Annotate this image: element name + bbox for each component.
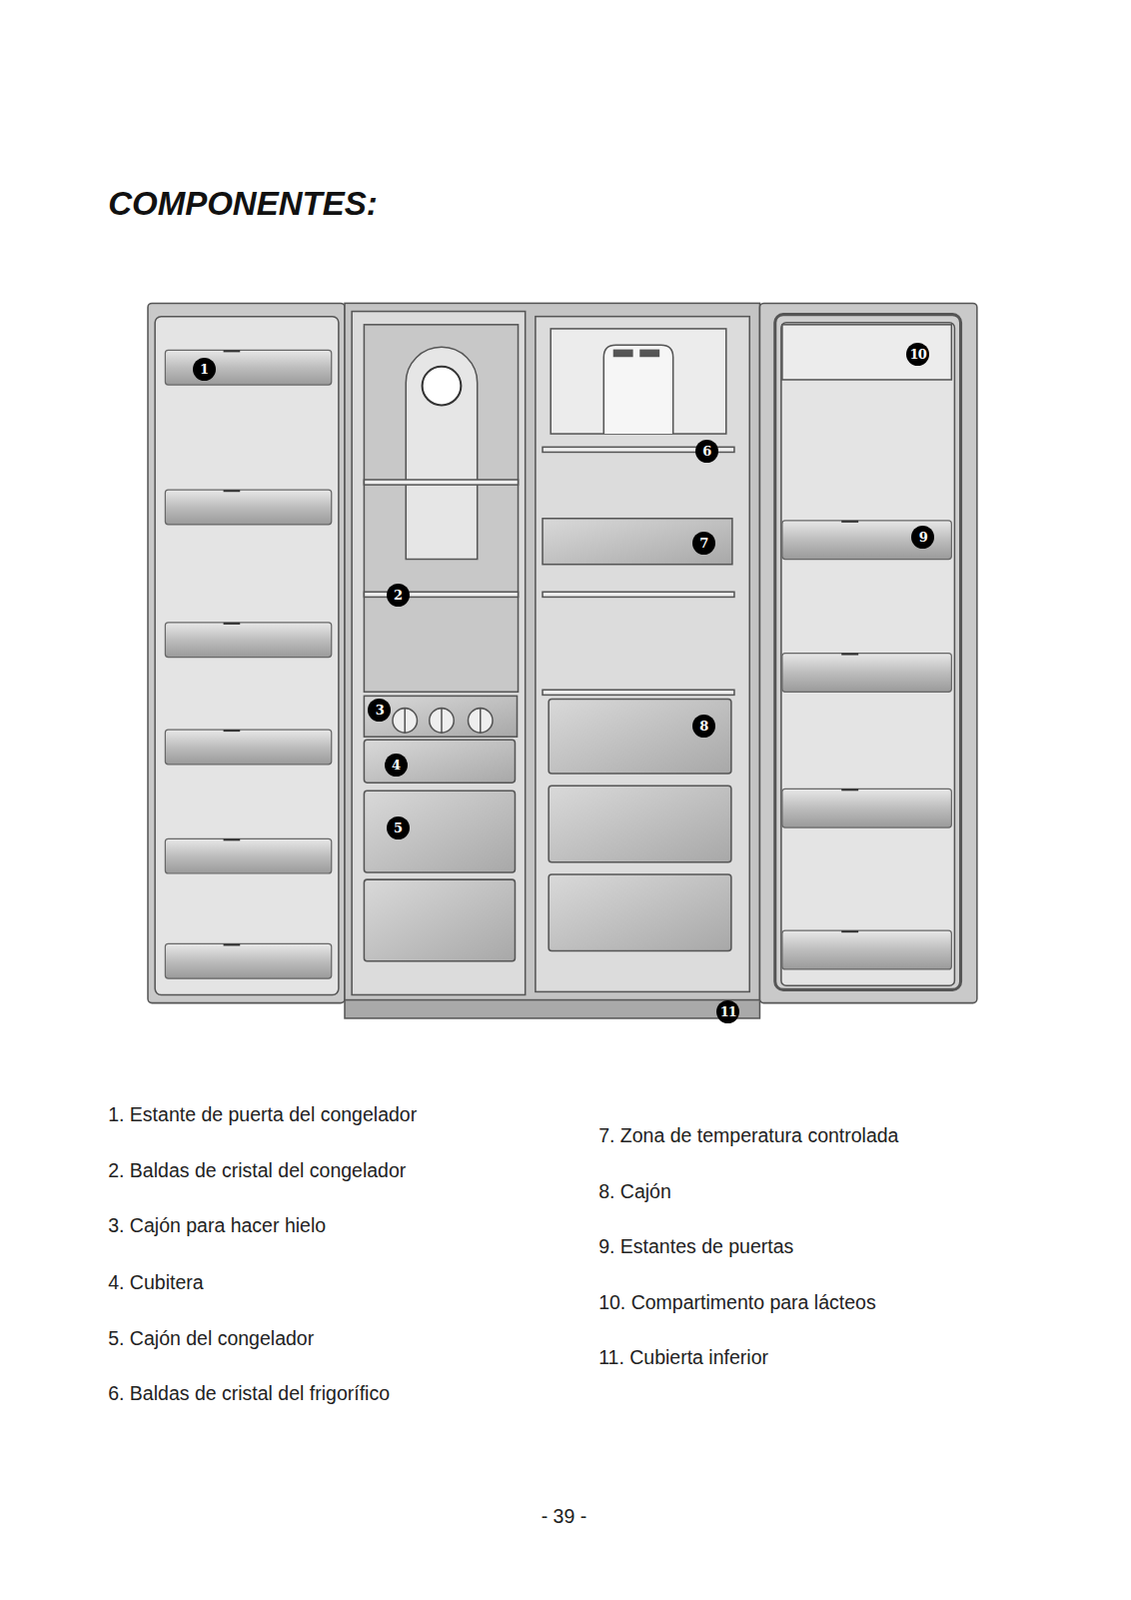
legend-item: 11. Cubierta inferior — [598, 1345, 769, 1369]
door-shelf — [164, 838, 331, 874]
legend-item: 5. Cajón del congelador — [107, 1326, 314, 1350]
legend-item: 6. Baldas de cristal del frigorífico — [107, 1381, 390, 1405]
legend-item: 10. Compartimento para lácteos — [598, 1290, 876, 1314]
legend-item: 8. Cajón — [598, 1179, 672, 1203]
door-shelf — [164, 943, 331, 979]
door-shelf — [164, 489, 331, 525]
legend-item: 1. Estante de puerta del congelador — [107, 1103, 417, 1127]
callout-number: 10 — [906, 342, 930, 366]
legend-item: 3. Cajón para hacer hielo — [107, 1213, 326, 1237]
page-title: COMPONENTES: — [107, 184, 378, 223]
door-shelf — [782, 788, 952, 828]
door-shelf — [164, 349, 331, 385]
legend-item: 9. Estantes de puertas — [598, 1234, 794, 1258]
legend-item: 7. Zona de temperatura controlada — [598, 1124, 899, 1147]
callout-number: 4 — [384, 753, 408, 777]
door-shelf — [164, 622, 331, 658]
door-shelf — [782, 653, 952, 693]
legend-item: 4. Cubitera — [107, 1270, 203, 1294]
page-number: - 39 - — [541, 1504, 588, 1528]
callout-number: 2 — [386, 583, 410, 607]
callout-number: 6 — [695, 439, 719, 463]
door-shelf — [782, 930, 952, 970]
callout-number: 7 — [692, 531, 716, 555]
door-shelf — [782, 520, 952, 560]
callout-number: 5 — [386, 816, 410, 840]
callout-number: 11 — [716, 1000, 740, 1024]
legend-item: 2. Baldas de cristal del congelador — [107, 1158, 406, 1182]
callout-number: 8 — [692, 714, 716, 738]
callout-number: 1 — [192, 357, 216, 381]
door-shelf — [164, 729, 331, 765]
callout-number: 3 — [367, 698, 391, 722]
